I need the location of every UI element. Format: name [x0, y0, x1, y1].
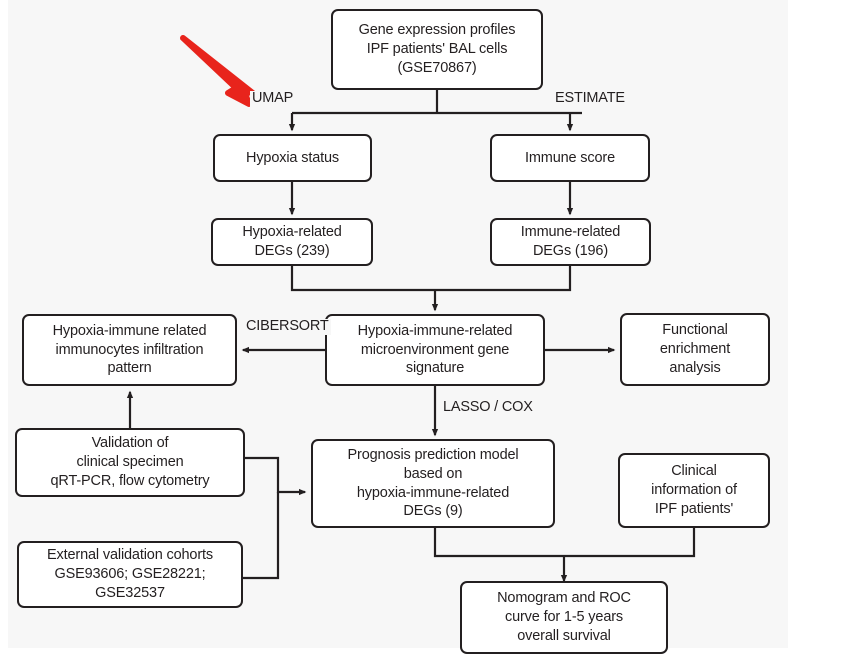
node-label: Hypoxia-immune-related microenvironment … [357, 322, 513, 377]
node-hypoxia-status[interactable]: Hypoxia status [213, 134, 372, 182]
node-microenvironment-gene-signature[interactable]: Hypoxia-immune-related microenvironment … [325, 314, 545, 386]
edge-prognosis-merge [433, 528, 564, 558]
edge-validation-to-prognosis [245, 456, 307, 496]
edge-clinical-info-merge [564, 528, 696, 558]
edge-label-estimate: ESTIMATE [553, 90, 627, 107]
node-immune-score[interactable]: Immune score [490, 134, 650, 182]
node-label: Hypoxia-immune related immunocytes infil… [52, 322, 207, 377]
edge-cohorts-to-prognosis [243, 492, 280, 580]
node-gene-expression-profiles[interactable]: Gene expression profiles IPF patients' B… [331, 9, 543, 90]
node-nomogram-roc-curve[interactable]: Nomogram and ROC curve for 1-5 years ove… [460, 581, 668, 654]
node-label: Clinical information of IPF patients' [651, 463, 737, 517]
node-label: Functional enrichment analysis [659, 322, 731, 376]
node-clinical-information-ipf[interactable]: Clinical information of IPF patients' [618, 453, 770, 528]
node-clinical-specimen-validation[interactable]: Validation of clinical specimen qRT-PCR,… [15, 428, 245, 497]
node-label: Immune-related DEGs (196) [520, 224, 621, 259]
node-label: Nomogram and ROC curve for 1-5 years ove… [497, 590, 631, 644]
node-label: Hypoxia-related DEGs (239) [242, 224, 342, 259]
node-label: Immune score [524, 149, 616, 166]
edge-label-cibersort: CIBERSORT [244, 318, 331, 335]
edge-degs-merge-bus [290, 266, 572, 292]
red-pointer-arrow [180, 35, 262, 107]
edge-label-lasso-cox: LASSO / COX [441, 399, 535, 416]
node-hypoxia-related-degs[interactable]: Hypoxia-related DEGs (239) [211, 218, 373, 266]
node-immunocytes-infiltration-pattern[interactable]: Hypoxia-immune related immunocytes infil… [22, 314, 237, 386]
node-immune-related-degs[interactable]: Immune-related DEGs (196) [490, 218, 651, 266]
node-external-validation-cohorts[interactable]: External validation cohorts GSE93606; GS… [17, 541, 243, 608]
node-label: Validation of clinical specimen qRT-PCR,… [50, 435, 210, 489]
node-label: External validation cohorts GSE93606; GS… [46, 547, 213, 601]
node-prognosis-prediction-model[interactable]: Prognosis prediction model based on hypo… [311, 439, 555, 528]
node-label: Gene expression profiles IPF patients' B… [358, 22, 516, 76]
edge-label-umap: UMAP [250, 90, 296, 107]
node-functional-enrichment-analysis[interactable]: Functional enrichment analysis [620, 313, 770, 386]
node-label: Prognosis prediction model based on hypo… [347, 446, 519, 520]
node-label: Hypoxia status [246, 149, 339, 166]
